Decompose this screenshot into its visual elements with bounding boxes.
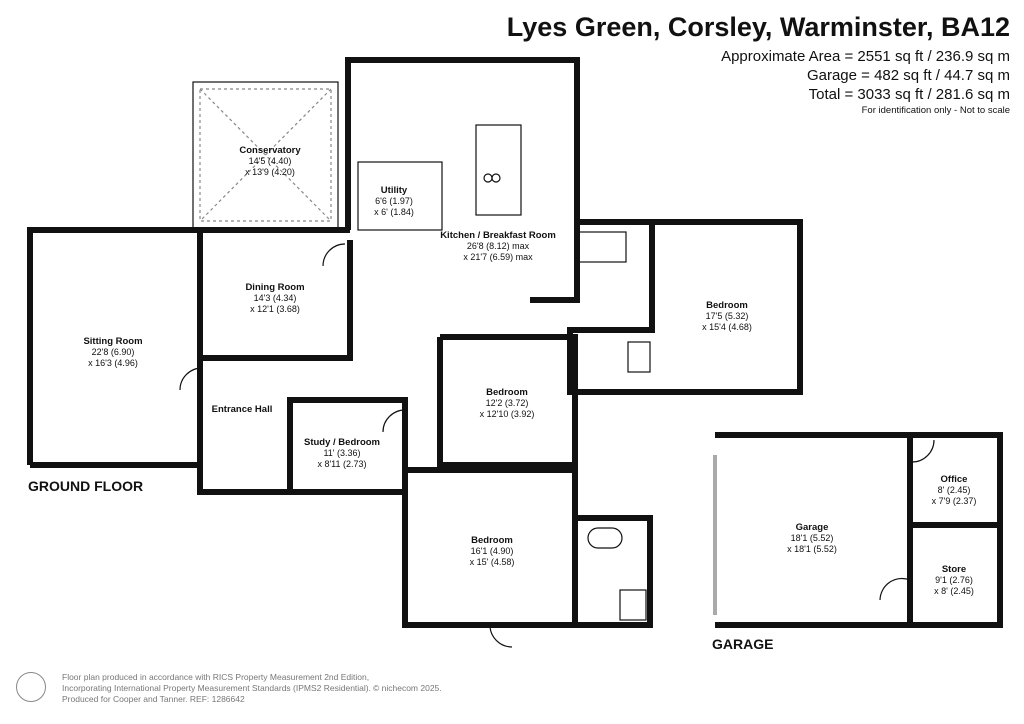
room-store: Store 9'1 (2.76) x 8' (2.45) bbox=[934, 564, 974, 597]
person-icon bbox=[16, 672, 46, 702]
bedroom3-walls bbox=[402, 467, 653, 628]
dim: x 12'10 (3.92) bbox=[479, 409, 535, 419]
room-bedroom-2: Bedroom 12'2 (3.72) x 12'10 (3.92) bbox=[480, 387, 535, 420]
kitchen-island bbox=[475, 124, 522, 216]
bedroom2-walls bbox=[437, 334, 578, 468]
dim: x 18'1 (5.52) bbox=[787, 544, 837, 554]
bedroom1-walls bbox=[567, 219, 803, 395]
room-name: Store bbox=[941, 564, 967, 575]
dim: x 8' (2.45) bbox=[934, 586, 974, 596]
room-name: Bedroom bbox=[471, 535, 513, 546]
room-name: Kitchen / Breakfast Room bbox=[440, 230, 556, 241]
dim: 14'3 (4.34) bbox=[253, 293, 297, 303]
dim: x 7'9 (2.37) bbox=[931, 496, 977, 506]
dim: 8' (2.45) bbox=[937, 485, 971, 495]
property-title: Lyes Green, Corsley, Warminster, BA12 bbox=[506, 12, 1010, 42]
room-name: Entrance Hall bbox=[211, 404, 273, 415]
footer-line: Incorporating International Property Mea… bbox=[62, 683, 371, 693]
footer-line: Floor plan produced in accordance with R… bbox=[62, 672, 370, 682]
room-garage: Garage 18'1 (5.52) x 18'1 (5.52) bbox=[787, 522, 837, 555]
room-sitting: Sitting Room 22'8 (6.90) x 16'3 (4.96) bbox=[83, 336, 142, 369]
sitting-room-walls bbox=[27, 227, 350, 465]
dim: x 16'3 (4.96) bbox=[88, 358, 138, 368]
room-name: Bedroom bbox=[706, 300, 748, 311]
copyright: © nichecom 2025. bbox=[373, 683, 442, 693]
dim: 14'5 (4.40) bbox=[248, 156, 292, 166]
dim: x 15' (4.58) bbox=[469, 557, 515, 567]
dim: 11' (3.36) bbox=[323, 448, 361, 458]
conservatory-frame bbox=[192, 81, 339, 229]
garage-walls bbox=[715, 432, 1003, 628]
dim: x 13'9 (4.20) bbox=[245, 167, 295, 177]
dining-walls bbox=[200, 240, 353, 361]
room-name: Study / Bedroom bbox=[303, 437, 381, 448]
footer-text: Floor plan produced in accordance with R… bbox=[62, 672, 371, 705]
garage-floor-label: GARAGE bbox=[712, 636, 774, 652]
scale-note: For identification only - Not to scale bbox=[861, 105, 1010, 116]
room-study: Study / Bedroom 11' (3.36) x 8'11 (2.73) bbox=[304, 437, 380, 470]
garage-area: Garage = 482 sq ft / 44.7 sq m bbox=[806, 67, 1010, 84]
dim: 9'1 (2.76) bbox=[935, 575, 973, 585]
dim: 18'1 (5.52) bbox=[790, 533, 834, 543]
room-kitchen: Kitchen / Breakfast Room 26'8 (8.12) max… bbox=[440, 230, 556, 263]
dim: x 6' (1.84) bbox=[374, 207, 414, 217]
room-office: Office 8' (2.45) x 7'9 (2.37) bbox=[932, 474, 977, 507]
dim: 12'2 (3.72) bbox=[485, 398, 529, 408]
hall-walls bbox=[197, 397, 408, 495]
room-name: Sitting Room bbox=[83, 336, 143, 347]
room-name: Garage bbox=[795, 522, 829, 533]
room-name: Office bbox=[940, 474, 968, 485]
total-area: Total = 3033 sq ft / 281.6 sq m bbox=[808, 86, 1010, 103]
room-name: Conservatory bbox=[239, 145, 301, 156]
room-bedroom-1: Bedroom 17'5 (5.32) x 15'4 (4.68) bbox=[702, 300, 752, 333]
dim: x 21'7 (6.59) max bbox=[463, 252, 533, 262]
dim: 6'6 (1.97) bbox=[375, 196, 413, 206]
room-conservatory: Conservatory 14'5 (4.40) x 13'9 (4.20) bbox=[239, 145, 300, 178]
ground-floor-label: GROUND FLOOR bbox=[28, 478, 144, 494]
footer-line: Produced for Cooper and Tanner. REF: 128… bbox=[62, 694, 245, 704]
utility-room bbox=[357, 161, 443, 231]
room-dining: Dining Room 14'3 (4.34) x 12'1 (3.68) bbox=[245, 282, 304, 315]
room-entrance-hall: Entrance Hall bbox=[212, 404, 273, 415]
room-name: Dining Room bbox=[245, 282, 305, 293]
room-name: Utility bbox=[380, 185, 408, 196]
kitchen-walls bbox=[345, 57, 652, 230]
dim: 17'5 (5.32) bbox=[705, 311, 749, 321]
room-bedroom-3: Bedroom 16'1 (4.90) x 15' (4.58) bbox=[470, 535, 515, 568]
dim: 16'1 (4.90) bbox=[470, 546, 514, 556]
dim: x 15'4 (4.68) bbox=[702, 322, 752, 332]
dim: 22'8 (6.90) bbox=[91, 347, 135, 357]
dim: 26'8 (8.12) max bbox=[466, 241, 530, 251]
room-name: Bedroom bbox=[486, 387, 528, 398]
dim: x 12'1 (3.68) bbox=[250, 304, 300, 314]
room-utility: Utility 6'6 (1.97) x 6' (1.84) bbox=[374, 185, 414, 218]
dim: x 8'11 (2.73) bbox=[317, 459, 367, 469]
approximate-area: Approximate Area = 2551 sq ft / 236.9 sq… bbox=[721, 48, 1010, 65]
